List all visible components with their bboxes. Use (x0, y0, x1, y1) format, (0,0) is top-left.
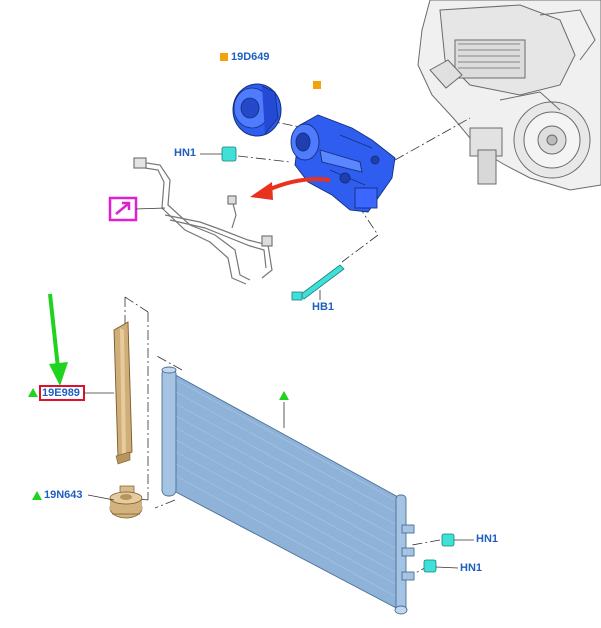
leader-lines (124, 117, 471, 576)
cap-leader (87, 494, 115, 501)
orange-square-marker (313, 81, 321, 89)
compressor-pulley (232, 83, 282, 137)
magenta-pointer-icon (108, 196, 166, 222)
green-triangle-marker (28, 388, 38, 397)
part-label-receiver-drier[interactable]: 19E989 (42, 387, 80, 399)
ac-compressor (290, 114, 396, 213)
part-label-hn1-lower-a[interactable]: HN1 (476, 533, 499, 545)
hb1-bolt (291, 264, 345, 301)
green-pointer-arrow (48, 293, 68, 386)
ac-condenser (161, 366, 415, 615)
green-triangle-marker (32, 491, 42, 500)
orange-square-marker (220, 53, 228, 61)
part-label-hb1[interactable]: HB1 (312, 301, 335, 313)
part-label-hn1-lower-b[interactable]: HN1 (460, 562, 483, 574)
red-curved-arrow (250, 177, 331, 200)
part-label-drier-cap[interactable]: 19N643 (44, 489, 83, 501)
part-label-hn1-upper[interactable]: HN1 (174, 147, 197, 159)
drier-cap (109, 485, 143, 519)
hn1-nut-lower-b (423, 559, 459, 573)
receiver-drier (113, 321, 133, 465)
ac-hose-assembly (133, 157, 273, 285)
hn1-nut-upper (200, 146, 237, 162)
engine-block (417, 0, 601, 191)
part-label-compressor-pulley[interactable]: 19D649 (231, 51, 270, 63)
green-triangle-marker (279, 391, 289, 400)
hn1-nut-lower-a (441, 533, 474, 547)
